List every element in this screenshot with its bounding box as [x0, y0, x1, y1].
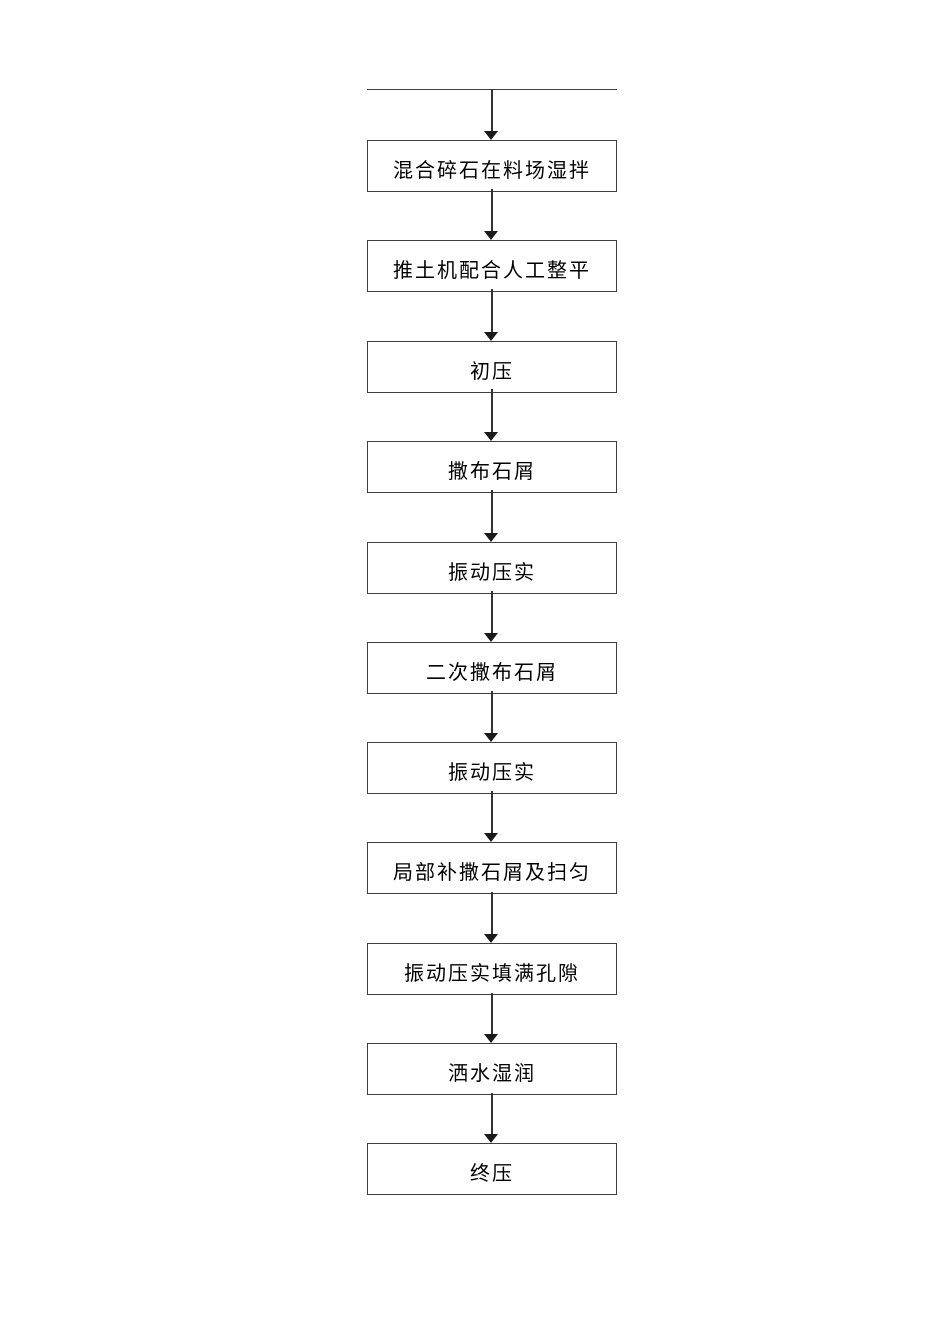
flow-step-box: 推土机配合人工整平 [367, 240, 617, 292]
flow-step-box: 终压 [367, 1143, 617, 1195]
flow-step-box: 洒水湿润 [367, 1043, 617, 1095]
arrow-shaft [490, 892, 493, 936]
flow-step-label: 二次撒布石屑 [426, 661, 558, 684]
arrow-head-icon [484, 833, 498, 842]
flow-step-label: 振动压实填满孔隙 [404, 962, 580, 985]
flow-step-label: 终压 [470, 1162, 514, 1185]
flow-arrow [484, 1093, 499, 1143]
arrow-shaft [490, 791, 493, 835]
flow-step-box: 振动压实 [367, 742, 617, 794]
flow-step-label: 振动压实 [448, 761, 536, 784]
flow-step-label: 推土机配合人工整平 [393, 259, 591, 282]
arrow-head-icon [484, 1134, 498, 1143]
flow-arrow [484, 791, 499, 842]
flow-arrow [484, 490, 499, 542]
flow-arrow [484, 389, 499, 441]
flow-arrow [484, 90, 499, 140]
arrow-head-icon [484, 1034, 498, 1043]
flow-step-label: 混合碎石在料场湿拌 [393, 159, 591, 182]
arrow-head-icon [484, 934, 498, 943]
arrow-head-icon [484, 633, 498, 642]
flow-step-box: 局部补撒石屑及扫匀 [367, 842, 617, 894]
flow-arrow [484, 189, 499, 240]
arrow-shaft [490, 691, 493, 735]
arrow-head-icon [484, 231, 498, 240]
flow-step-label: 撒布石屑 [448, 460, 536, 483]
flow-arrow [484, 289, 499, 341]
arrow-shaft [490, 189, 493, 233]
arrow-shaft [490, 289, 493, 334]
arrow-head-icon [484, 131, 498, 140]
flow-arrow [484, 691, 499, 742]
flow-arrow [484, 591, 499, 642]
flow-step-label: 洒水湿润 [448, 1062, 536, 1085]
arrow-shaft [490, 993, 493, 1036]
flow-step-box: 二次撒布石屑 [367, 642, 617, 694]
flow-step-label: 初压 [470, 360, 514, 383]
arrow-head-icon [484, 432, 498, 441]
flow-arrow [484, 892, 499, 943]
arrow-shaft [490, 591, 493, 635]
arrow-shaft [490, 90, 493, 133]
flow-step-box: 混合碎石在料场湿拌 [367, 140, 617, 192]
arrow-head-icon [484, 533, 498, 542]
arrow-shaft [490, 490, 493, 535]
arrow-head-icon [484, 733, 498, 742]
flow-step-box: 振动压实 [367, 542, 617, 594]
flow-step-box: 振动压实填满孔隙 [367, 943, 617, 995]
flow-step-box: 初压 [367, 341, 617, 393]
flow-arrow [484, 993, 499, 1043]
flow-step-label: 振动压实 [448, 561, 536, 584]
arrow-shaft [490, 1093, 493, 1136]
flow-step-label: 局部补撒石屑及扫匀 [393, 861, 591, 884]
arrow-shaft [490, 389, 493, 434]
flow-entry-line [367, 89, 617, 90]
flow-step-box: 撒布石屑 [367, 441, 617, 493]
arrow-head-icon [484, 332, 498, 341]
